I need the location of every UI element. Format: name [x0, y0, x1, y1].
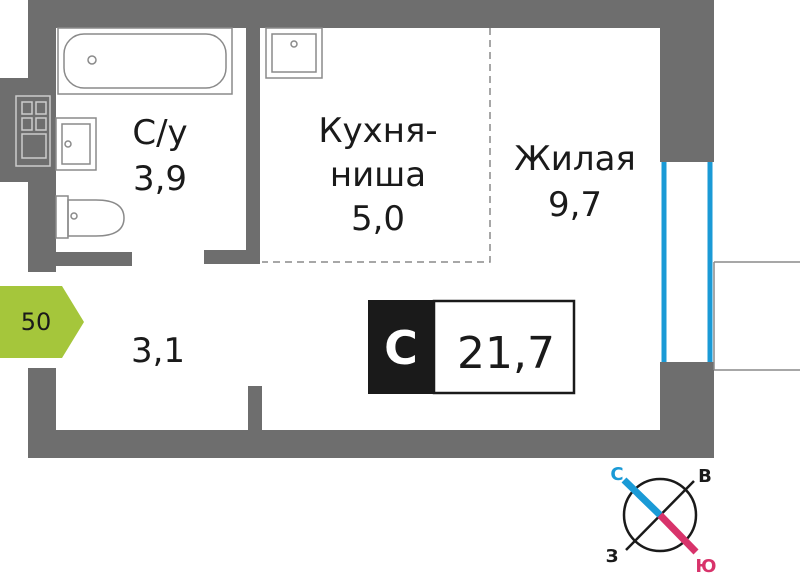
badge-shape	[0, 286, 84, 358]
apartment-number-badge: 50	[0, 286, 84, 358]
wall-bottom	[28, 430, 714, 458]
bathroom-area: 3,9	[133, 159, 187, 199]
compass-south-needle	[657, 512, 699, 555]
compass-west-label: З	[606, 546, 619, 567]
wall-hall-stub	[248, 386, 262, 434]
wall-right-upper	[660, 0, 714, 162]
compass-north-label: С	[610, 464, 623, 485]
compass-south-label: Ю	[695, 556, 716, 574]
balcony-outline	[713, 261, 800, 371]
kitchen-sink-icon	[265, 27, 323, 79]
apartment-number: 50	[21, 308, 52, 336]
bathroom-name: С/у	[132, 113, 187, 153]
living-name: Жилая	[514, 139, 636, 179]
toilet-icon	[55, 195, 125, 239]
compass-north-needle	[621, 477, 663, 518]
area-box-border	[432, 299, 576, 395]
wall-top	[28, 0, 714, 28]
compass-icon: С В З Ю	[606, 464, 717, 574]
kitchen-name-line1: Кухня-	[318, 111, 437, 151]
sink-icon	[55, 117, 97, 171]
total-area: 21,7	[457, 328, 555, 379]
kitchen-niche-border	[262, 28, 491, 263]
compass-east-label: В	[698, 466, 712, 487]
window-frame	[660, 162, 714, 362]
hallway-area: 3,1	[131, 331, 185, 371]
wall-bath-bottom	[56, 252, 132, 266]
washing-machine-icon	[15, 95, 51, 167]
wall-kitchen-stub	[204, 250, 260, 264]
compass-ring	[622, 477, 698, 553]
window	[660, 162, 714, 362]
living-area: 9,7	[548, 185, 602, 225]
bathtub-icon	[57, 27, 233, 95]
type-box-bg	[368, 300, 434, 394]
walls	[0, 0, 714, 458]
total-area-box: С 21,7	[368, 299, 576, 395]
wall-bath-right	[246, 28, 260, 264]
room-labels: С/у 3,9 Кухня- ниша 5,0 Жилая 9,7 3,1	[131, 111, 636, 371]
kitchen-name-line2: ниша	[330, 155, 426, 195]
wall-right-lower	[660, 362, 714, 458]
kitchen-area: 5,0	[351, 199, 405, 239]
apartment-type: С	[384, 321, 418, 375]
